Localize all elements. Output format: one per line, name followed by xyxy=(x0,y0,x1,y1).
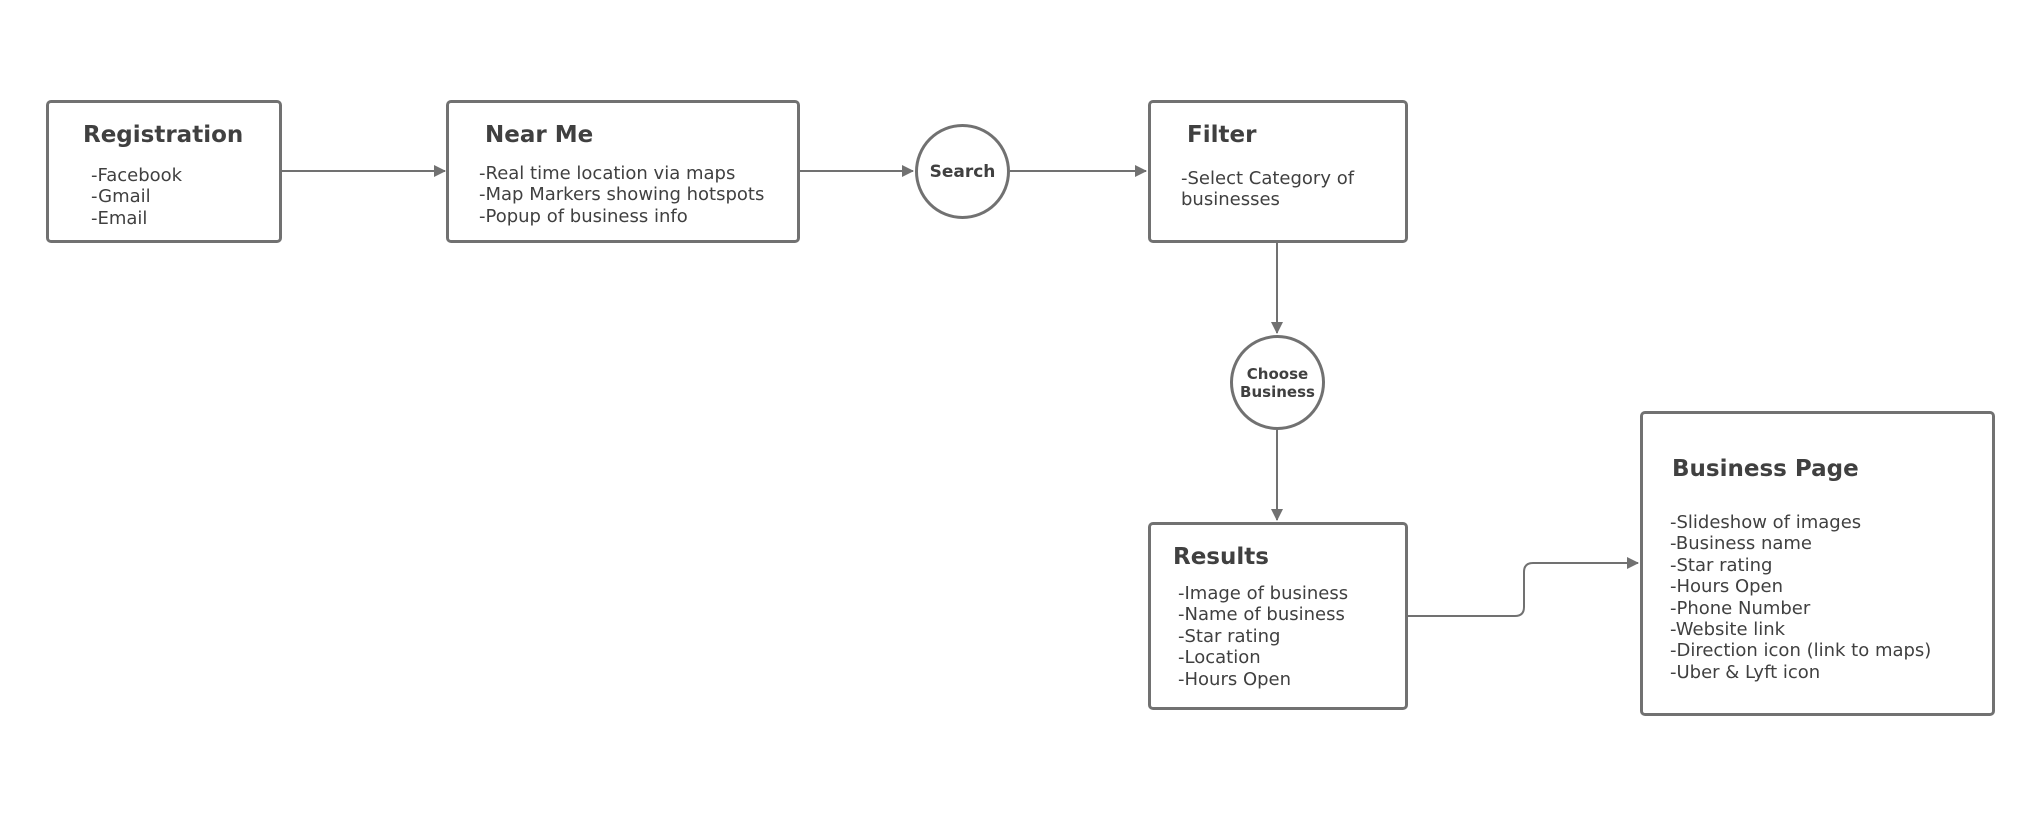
filter-title: Filter xyxy=(1187,122,1257,148)
results-feature: -Name of business xyxy=(1178,604,1345,626)
results-node: Results -Image of business -Name of busi… xyxy=(1148,522,1408,710)
registration-node: Registration -Facebook -Gmail -Email xyxy=(46,100,282,243)
near-me-title: Near Me xyxy=(485,122,594,148)
near-me-node: Near Me -Real time location via maps -Ma… xyxy=(446,100,800,243)
results-features: -Image of business -Name of business -St… xyxy=(1178,583,1348,690)
business-page-feature: -Phone Number xyxy=(1670,597,1811,619)
edge-results-to-business-page xyxy=(1408,557,1639,617)
registration-title: Registration xyxy=(83,122,244,148)
registration-option: -Facebook xyxy=(91,165,183,186)
business-page-feature: -Uber & Lyft icon xyxy=(1670,661,1821,683)
filter-features: -Select Category of businesses xyxy=(1181,168,1381,211)
search-label: Search xyxy=(929,161,996,182)
business-page-node: Business Page -Slideshow of images -Busi… xyxy=(1640,411,1995,716)
business-page-feature: -Hours Open xyxy=(1670,576,1784,598)
choose-business-label-line1: Choose xyxy=(1246,364,1309,383)
choose-business-label: Choose Business xyxy=(1240,365,1315,401)
business-page-features: -Slideshow of images -Business name -Sta… xyxy=(1670,512,1931,683)
results-title: Results xyxy=(1173,544,1269,570)
search-node: Search xyxy=(915,124,1010,219)
results-feature: -Image of business xyxy=(1178,583,1349,604)
near-me-feature: -Map Markers showing hotspots xyxy=(479,184,765,206)
results-feature: -Location xyxy=(1178,647,1261,669)
business-page-title: Business Page xyxy=(1672,456,1859,482)
registration-options: -Facebook -Gmail -Email xyxy=(91,165,182,229)
results-feature: -Hours Open xyxy=(1178,668,1292,690)
business-page-feature: -Business name xyxy=(1670,533,1812,555)
business-page-feature: -Website link xyxy=(1670,619,1786,641)
business-page-feature: -Direction icon (link to maps) xyxy=(1670,640,1932,662)
near-me-feature: -Real time location via maps xyxy=(479,163,736,184)
business-page-feature: -Star rating xyxy=(1670,554,1773,576)
choose-business-node: Choose Business xyxy=(1230,335,1325,430)
filter-node: Filter -Select Category of businesses xyxy=(1148,100,1408,243)
choose-business-label-line2: Business xyxy=(1240,382,1315,401)
registration-option: -Gmail xyxy=(91,186,151,208)
near-me-feature: -Popup of business info xyxy=(479,205,688,227)
registration-option: -Email xyxy=(91,207,148,229)
filter-feature: -Select Category of businesses xyxy=(1181,168,1355,211)
results-feature: -Star rating xyxy=(1178,625,1281,647)
near-me-features: -Real time location via maps -Map Marker… xyxy=(479,163,764,227)
business-page-feature: -Slideshow of images xyxy=(1670,512,1862,533)
